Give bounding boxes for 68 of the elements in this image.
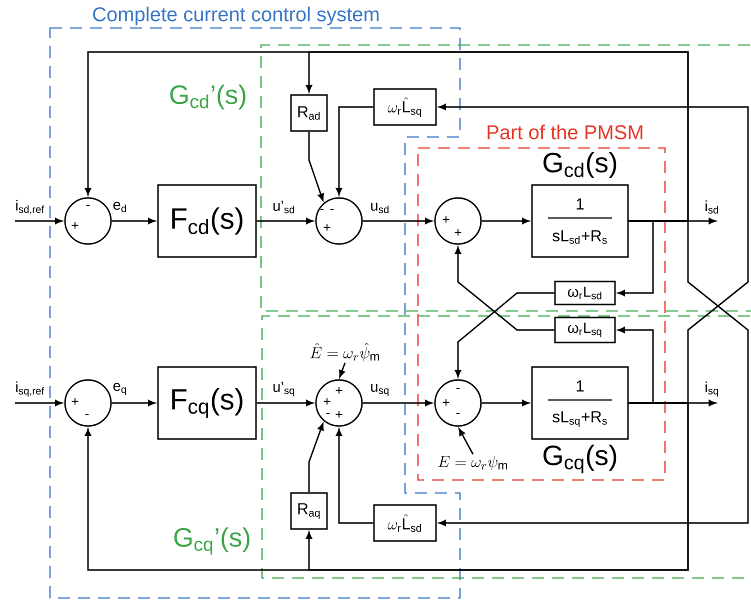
arrow [15,400,62,406]
sign-label: - [330,208,334,210]
sign-label: - [86,204,90,206]
signal-label: i$_{sq,ref}$ [14,380,46,398]
signal-label: u$_{sd}$ [368,202,392,214]
arrow [454,292,554,378]
signal-label: e$_{d}$ [111,200,129,214]
signal-label: e$_{q}$ [111,382,129,396]
sign-label: + [454,229,462,236]
sign-label: + [442,399,450,406]
sign-label: - [456,388,460,389]
arrow [306,402,689,571]
gain-box: $\omega_{\mathrm{r}}\hat{\mathrm{L}}_{\mathrm{sd}}$ [373,504,437,542]
transfer-function-box: 1 sL$_{sd}$+R$_{s}$ [531,184,629,258]
sign-label: + [442,216,450,223]
signal-label: i$_{sd}$ [703,199,721,215]
sign-label: - [85,414,89,415]
arrow [256,400,314,406]
arrow [482,218,530,224]
arrow [15,218,62,224]
arrow [362,400,432,406]
arrow [618,220,654,296]
controller-box: F$_{cq}$(s) [157,366,257,440]
signal-label: i$_{sq}$ [703,380,721,398]
region-title: G$_{cq}$’(s) [174,527,250,555]
sign-label: - [326,412,330,414]
arrow [362,218,432,224]
arrow [336,428,374,524]
sign-label: + [72,398,78,405]
signal-label: i$_{sd,ref}$ [14,198,46,216]
arrow [256,218,314,224]
gain-box: R$_{aq}$ [290,492,328,530]
region-title: G$_{cd}$’(s) [170,84,246,110]
region-title: Complete current control system [93,6,379,26]
signal-label: u$_{sq}$ [368,382,392,398]
arrow [482,400,530,406]
arrow [112,400,156,406]
arrow [112,218,156,224]
arrow [306,51,689,222]
sign-label: + [324,224,330,231]
region-title: Part of the PMSM [488,124,642,140]
controller-box: F$_{cd}$(s) [157,184,257,258]
arrow [438,104,749,404]
formula-label: $\hat{E}=\omega_{r}\hat{\psi}_{\mathrm{m}}$ [310,342,379,362]
gain-box: ω$_{r}$L$_{sq}$ [554,316,616,344]
block-heading: G$_{cd}$(s) [544,152,616,178]
sign-label: - [320,208,324,210]
signal-label: u’$_{sq}$ [271,380,297,398]
gain-box: $\omega_{\mathrm{r}}\hat{\mathrm{L}}_{\mathrm{sq}}$ [373,88,437,126]
gain-box: R$_{ad}$ [290,94,328,132]
sign-label: + [336,411,342,418]
block-heading: G$_{cq}$(s) [544,444,616,474]
arrow [308,132,324,201]
arrow [458,428,474,455]
transfer-function-box: 1 sL$_{sq}$+R$_{s}$ [531,366,629,440]
arrow [336,106,374,196]
sign-label: + [324,398,330,405]
sign-label: + [336,387,342,394]
gain-box: ω$_{r}$L$_{sd}$ [554,280,616,306]
arrow [618,326,654,404]
sign-label: + [72,222,78,229]
formula-label: $E=\omega_{r}\psi_{\mathrm{m}}$ [438,456,507,470]
arrow [308,423,324,492]
signal-label: u’$_{sd}$ [271,199,297,215]
arrow [454,246,554,331]
arrow [438,220,749,526]
arrow [339,362,346,378]
sign-label: - [456,412,460,414]
